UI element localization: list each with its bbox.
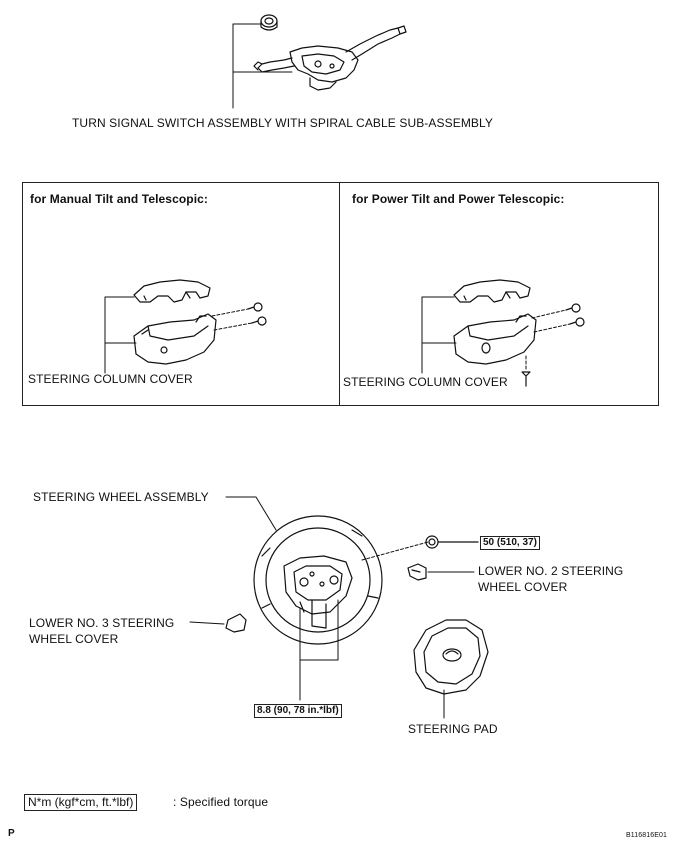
lower-no2-cover-label-line1: LOWER NO. 2 STEERING <box>478 564 624 578</box>
lower-no3-cover-illustration <box>189 613 247 633</box>
steering-wheel-leaders <box>225 496 429 701</box>
figure-code: B116816E01 <box>626 832 667 839</box>
turn-signal-switch-label: TURN SIGNAL SWITCH ASSEMBLY WITH SPIRAL … <box>72 116 494 130</box>
page-marker: P <box>8 828 15 839</box>
panel-right-title: for Power Tilt and Power Telescopic: <box>352 192 565 206</box>
panel-manual-tilt <box>22 182 340 406</box>
lower-no2-cover-label-line2: WHEEL COVER <box>478 580 568 594</box>
legend-torque-box: N*m (kgf*cm, ft.*lbf) <box>24 794 138 811</box>
steering-wheel-assembly-label: STEERING WHEEL ASSEMBLY <box>33 490 209 504</box>
panel-left-title: for Manual Tilt and Telescopic: <box>30 192 209 206</box>
steering-pad-illustration <box>413 619 489 719</box>
column-cover-left-illustration <box>133 279 267 365</box>
lower-no3-cover-label-line1: LOWER NO. 3 STEERING <box>29 616 175 630</box>
legend-torque-text: : Specified torque <box>173 795 269 809</box>
steering-pad-label: STEERING PAD <box>408 722 498 736</box>
turn-signal-switch-illustration <box>253 14 407 91</box>
nut-torque-box: 50 (510, 37) <box>480 536 540 550</box>
column-cover-right-illustration <box>453 279 585 387</box>
column-cover-right-label: STEERING COLUMN COVER <box>343 375 508 389</box>
bolt-torque-box: 8.8 (90, 78 in.*lbf) <box>254 704 342 718</box>
column-cover-left-label: STEERING COLUMN COVER <box>28 372 193 386</box>
column-cover-left-leaders <box>104 296 253 374</box>
turn-signal-leader-lines <box>232 23 293 109</box>
steering-wheel-illustration <box>253 515 383 645</box>
nut-illustration <box>425 535 479 549</box>
panel-power-tilt <box>339 182 659 406</box>
lower-no3-cover-label-line2: WHEEL COVER <box>29 632 119 646</box>
lower-no2-cover-illustration <box>407 563 475 581</box>
column-cover-right-leaders <box>421 296 571 374</box>
